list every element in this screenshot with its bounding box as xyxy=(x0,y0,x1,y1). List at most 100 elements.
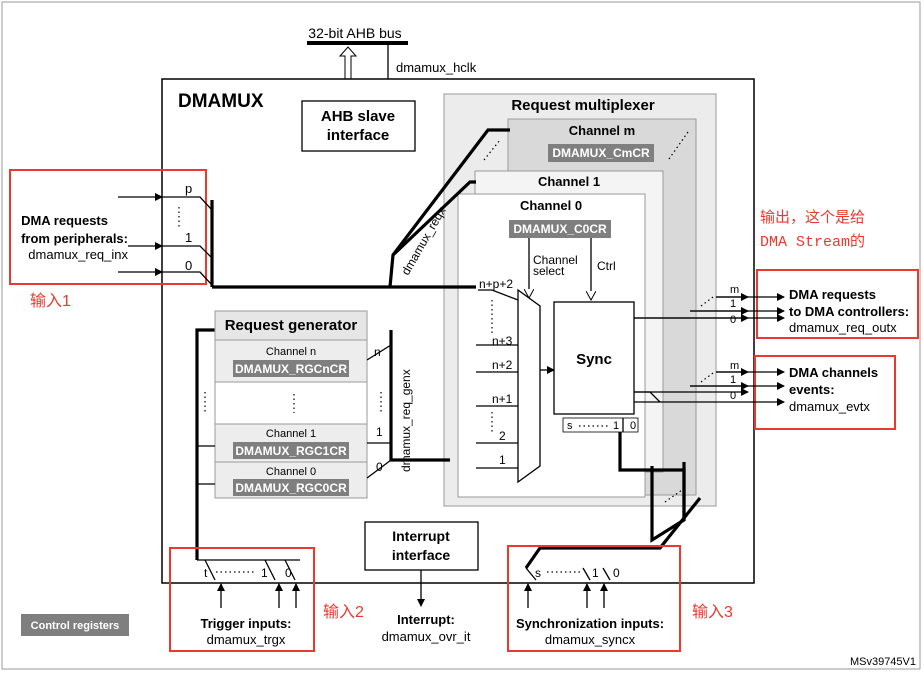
trigger-port-t: t xyxy=(204,566,208,580)
dmamux-title: DMAMUX xyxy=(178,91,264,112)
control-registers-legend xyxy=(21,614,129,636)
reqx-bus-ch1 xyxy=(391,180,476,257)
channel-m-register-label: DMAMUX_CmCR xyxy=(552,146,650,160)
trigger-line2: dmamux_trgx xyxy=(207,632,286,647)
sync-port-0: 0 xyxy=(630,420,636,432)
req-in-line3: dmamux_req_inx xyxy=(28,247,128,262)
sync-bus-ellipsis xyxy=(664,489,683,503)
ahb-bus-label: 32-bit AHB bus xyxy=(308,25,401,41)
sync-line2: dmamux_syncx xyxy=(545,632,636,647)
generator-channel-0-register xyxy=(233,479,349,496)
output-requests-highlight xyxy=(756,269,919,339)
ctrl-label: Ctrl xyxy=(597,259,616,273)
channel-select-line2: select xyxy=(533,264,565,278)
trigger-line1: Trigger inputs: xyxy=(201,616,292,631)
interrupt-out-line2: dmamux_ovr_it xyxy=(382,629,471,644)
mux-input-label-5: 1 xyxy=(499,453,506,467)
sync-to-channels xyxy=(618,432,686,520)
sync-in-port-s: s xyxy=(535,566,541,580)
interrupt-out-line1: Interrupt: xyxy=(397,612,455,627)
generator-channel-n-register xyxy=(233,360,349,377)
req-in-p-wire xyxy=(162,196,213,211)
req-in-port-1: 1 xyxy=(185,230,192,245)
generator-channel-1-label: Channel 1 xyxy=(266,428,316,440)
input1-highlight xyxy=(9,169,207,285)
generator-channel-1-register-label: DMAMUX_RGC1CR xyxy=(235,444,347,458)
gen-port-0: 0 xyxy=(376,460,383,474)
req-in-port-p: p xyxy=(185,181,192,196)
trigger-port-slashes xyxy=(204,559,296,581)
sync-port-slashes xyxy=(525,567,611,581)
gen-out-n xyxy=(366,344,392,361)
req-out-port-m: m xyxy=(730,284,739,296)
hclk-label: dmamux_hclk xyxy=(396,60,477,75)
genx-label: dmamux_req_genx xyxy=(399,369,413,472)
mux-input-label-3: n+1 xyxy=(492,392,513,406)
trigger-port-1: 1 xyxy=(261,566,268,580)
gen-port-n: n xyxy=(374,345,381,359)
interrupt-line1: Interrupt xyxy=(392,528,450,544)
mux-input-label-2: n+2 xyxy=(492,358,513,372)
input3-note: 输入3 xyxy=(692,603,733,621)
interrupt-line2: interface xyxy=(392,547,451,563)
reqx-bus xyxy=(388,128,510,288)
sync-in-port-0: 0 xyxy=(613,566,620,580)
generator-channel-1-register xyxy=(233,442,349,459)
mux-input-label-4: 2 xyxy=(499,429,506,443)
evt-out-port-m: m xyxy=(730,360,739,372)
evt-out-0-wire xyxy=(634,391,661,403)
sync-port-s: s xyxy=(567,420,573,432)
req-in-0-wire xyxy=(162,271,213,286)
channel-0-register-label: DMAMUX_C0CR xyxy=(513,222,607,236)
req-in-port-0: 0 xyxy=(185,258,192,273)
sync-line1: Synchronization inputs: xyxy=(516,616,664,631)
channel-0-register xyxy=(509,220,611,238)
control-registers-label: Control registers xyxy=(31,620,120,632)
generator-channel-n-label: Channel n xyxy=(266,346,316,358)
mux-input-label-0: n+p+2 xyxy=(479,277,513,291)
evt-out-line3: dmamux_evtx xyxy=(789,399,870,414)
interrupt-interface xyxy=(364,521,479,571)
channel-m-ellipsis xyxy=(668,131,689,160)
generator-channel-0-register-label: DMAMUX_RGC0CR xyxy=(235,481,347,495)
trigger-port-0: 0 xyxy=(285,566,292,580)
evt-out-port-1: 1 xyxy=(730,374,736,386)
request-multiplexer-title: Request multiplexer xyxy=(511,97,655,114)
input2-note: 输入2 xyxy=(323,603,364,621)
channel-m-label: Channel m xyxy=(569,123,635,138)
sync-port-1: 1 xyxy=(613,420,619,432)
req-out-line2: to DMA controllers: xyxy=(789,304,909,319)
sync-in-port-1: 1 xyxy=(592,566,599,580)
req-out-port-0: 0 xyxy=(730,314,736,326)
evt-out-line2: events: xyxy=(789,382,835,397)
output-note-line1: 输出，这个是给 xyxy=(760,209,865,227)
sync-block xyxy=(553,301,635,415)
evt-out-port-0: 0 xyxy=(730,390,736,402)
channel-multiplexer xyxy=(517,288,541,484)
evt-out-line1: DMA channels xyxy=(789,365,878,380)
request-generator-title: Request generator xyxy=(225,317,358,334)
request-generator-header xyxy=(214,310,368,341)
generator-channel-0-label: Channel 0 xyxy=(266,466,316,478)
channel-0-label: Channel 0 xyxy=(520,198,582,213)
trigger-bus xyxy=(195,328,215,560)
req-in-line2: from peripherals: xyxy=(21,231,128,246)
generator-channel-n-register-label: DMAMUX_RGCnCR xyxy=(235,362,347,376)
sync-label: Sync xyxy=(576,351,612,368)
output-note-line2: DMA Stream的 xyxy=(760,233,865,251)
mux-input-label-1: n+3 xyxy=(492,334,513,348)
ahb-slave-interface xyxy=(301,100,416,152)
ahb-slave-line1: AHB slave xyxy=(321,108,395,125)
output-events-highlight xyxy=(754,355,896,430)
ahb-slave-line2: interface xyxy=(327,127,390,144)
mux-inputs xyxy=(476,289,519,469)
input2-highlight xyxy=(169,547,315,652)
channel-m-register xyxy=(548,144,654,162)
gen-out-0 xyxy=(366,459,392,479)
req-out-port-1: 1 xyxy=(730,298,736,310)
gen-port-1: 1 xyxy=(376,425,383,439)
req-in-1-wire xyxy=(162,245,213,259)
